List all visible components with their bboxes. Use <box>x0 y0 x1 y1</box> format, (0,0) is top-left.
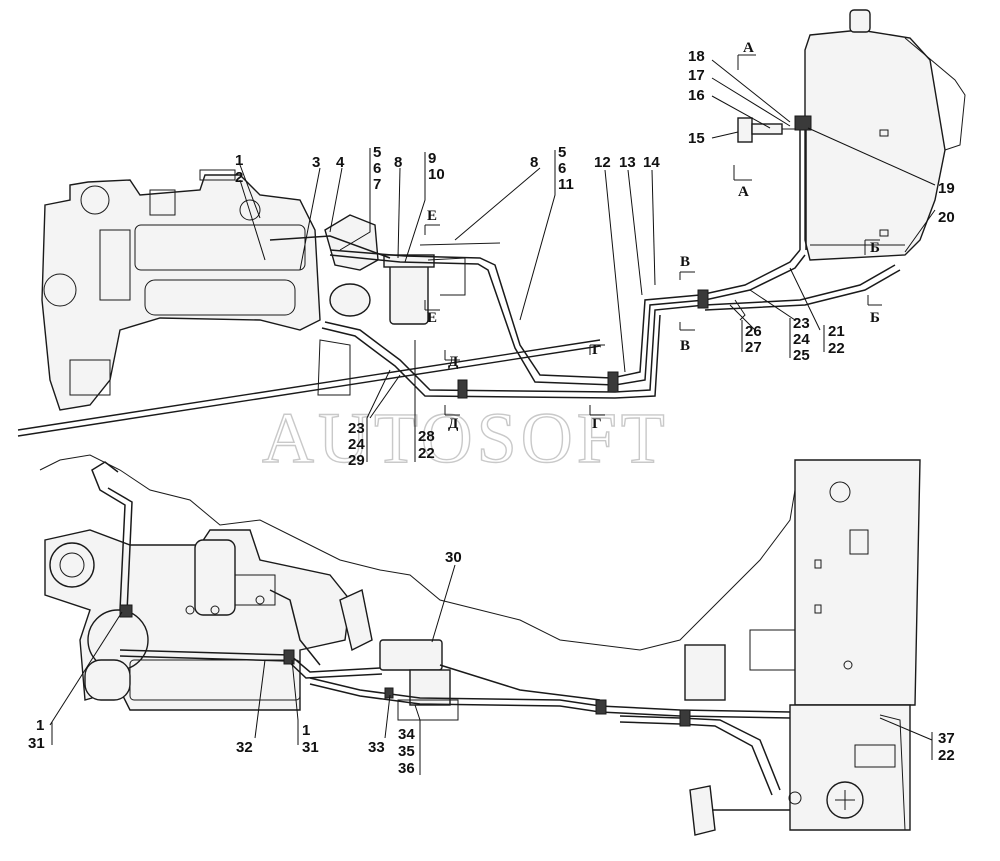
callout-21: 21 <box>828 323 845 340</box>
top-assembly-view <box>17 9 966 437</box>
callout-17: 17 <box>688 67 705 84</box>
section-lines <box>424 54 882 416</box>
callout-22: 22 <box>828 340 845 357</box>
callout-12: 12 <box>594 154 611 171</box>
callout-6: 6 <box>373 160 381 177</box>
callout-23: 23 <box>793 315 810 332</box>
fuel-filter-bottom <box>379 639 459 721</box>
callout-31: 31 <box>28 735 45 752</box>
callout-9: 9 <box>428 150 436 167</box>
callout-14: 14 <box>643 154 660 171</box>
callout-20: 20 <box>938 209 955 226</box>
section-labels: А А Б Б В В Г Г Д Д Е Е <box>427 40 880 432</box>
callout-32: 32 <box>236 739 253 756</box>
callout-11: 11 <box>558 176 574 193</box>
callout-3: 3 <box>312 154 320 171</box>
leader-lines <box>49 59 936 775</box>
watermark: AUTOSOFT <box>262 398 669 478</box>
fuel-tank-top <box>804 9 966 261</box>
shutoff-valve <box>737 117 796 143</box>
callout-13: 13 <box>619 154 636 171</box>
callout-1: 1 <box>235 152 243 169</box>
section-mark-b-top: Б <box>870 240 880 256</box>
callout-8: 8 <box>394 154 402 171</box>
section-mark-g-bottom: Г <box>592 416 602 432</box>
callout-15: 15 <box>688 130 705 147</box>
callout-5-second: 5 <box>558 144 566 161</box>
section-mark-e-bottom: Е <box>427 310 437 326</box>
fuel-tank-side <box>794 459 921 706</box>
callout-28: 28 <box>418 428 435 445</box>
section-mark-g-top: Г <box>592 342 602 358</box>
section-mark-a-top: А <box>743 40 754 56</box>
callout-19: 19 <box>938 180 955 197</box>
callout-18: 18 <box>688 48 705 65</box>
callout-24-second: 24 <box>348 436 365 453</box>
callout-34: 34 <box>398 726 415 743</box>
section-mark-b-bottom: Б <box>870 310 880 326</box>
callout-5: 5 <box>373 144 381 161</box>
callout-29: 29 <box>348 452 365 469</box>
callout-22-third: 22 <box>938 747 955 764</box>
bottom-assembly-view <box>39 454 921 836</box>
callout-1-bottom: 1 <box>36 717 44 734</box>
callout-6-second: 6 <box>558 160 566 177</box>
callout-24: 24 <box>793 331 810 348</box>
engine-block <box>41 169 321 411</box>
section-mark-d-bottom: Д <box>448 416 459 432</box>
fuel-filter-top <box>383 254 466 325</box>
callout-22-second: 22 <box>418 445 435 462</box>
callout-1-third: 1 <box>302 722 310 739</box>
callout-2: 2 <box>235 169 243 186</box>
callout-8-second: 8 <box>530 154 538 171</box>
callout-37: 37 <box>938 730 955 747</box>
callout-numbers: 1 2 3 4 5 6 7 8 9 10 8 5 6 11 12 13 14 1… <box>28 48 955 777</box>
callout-30: 30 <box>445 549 462 566</box>
callout-26: 26 <box>745 323 762 340</box>
callout-33: 33 <box>368 739 385 756</box>
callout-27: 27 <box>745 339 762 356</box>
callout-10: 10 <box>428 166 445 183</box>
callout-4: 4 <box>336 154 345 171</box>
engine-side-view <box>44 529 351 711</box>
callout-36: 36 <box>398 760 415 777</box>
section-mark-e-top: Е <box>427 208 437 224</box>
callout-7: 7 <box>373 176 381 193</box>
callout-16: 16 <box>688 87 705 104</box>
section-mark-v-top: В <box>680 254 690 270</box>
section-mark-d-top: Д <box>448 354 459 370</box>
callout-25: 25 <box>793 347 810 364</box>
callout-35: 35 <box>398 743 415 760</box>
callout-23-second: 23 <box>348 420 365 437</box>
section-mark-a-bottom: А <box>738 184 749 200</box>
section-mark-v-bottom: В <box>680 338 690 354</box>
callout-31-second: 31 <box>302 739 319 756</box>
